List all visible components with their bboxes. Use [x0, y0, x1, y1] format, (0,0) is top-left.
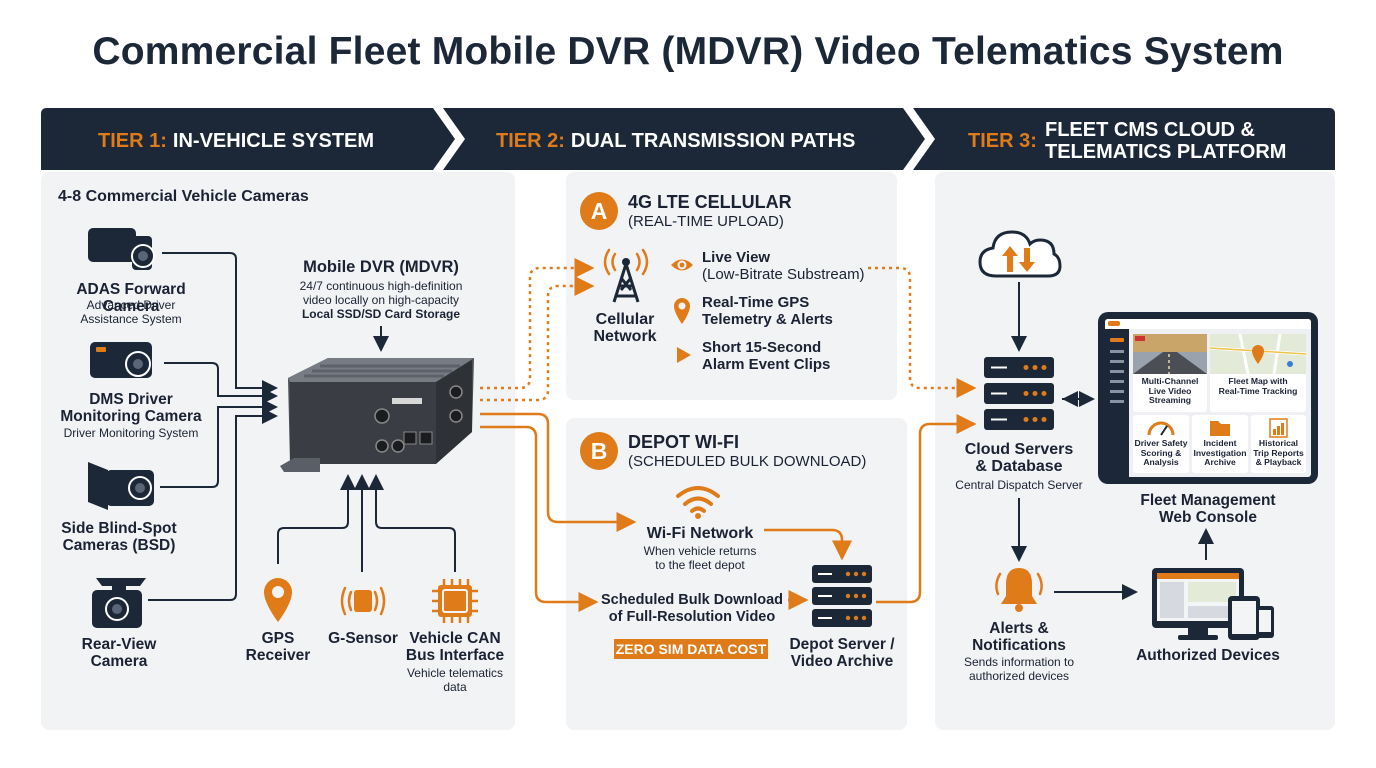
- wifi-subtitle: (SCHEDULED BULK DOWNLOAD): [628, 453, 867, 470]
- devices-icon: [1148, 566, 1276, 642]
- path-a-badge: A: [580, 192, 618, 230]
- page-title: Commercial Fleet Mobile DVR (MDVR) Video…: [92, 30, 1284, 73]
- side-camera-icon: [84, 456, 160, 516]
- cloud-servers-label: Cloud Servers& Database: [964, 441, 1074, 475]
- folder-icon: [1210, 421, 1230, 436]
- web-console-nav-icons: [1110, 338, 1124, 403]
- bell-icon: [992, 564, 1046, 614]
- rear-camera-icon: [88, 574, 150, 632]
- report-chart-icon: [1269, 418, 1288, 438]
- tier-3-label: TIER 3:: [968, 130, 1037, 152]
- depot-server-icon: [812, 565, 872, 629]
- cellular-subtitle: (REAL-TIME UPLOAD): [628, 213, 784, 230]
- g-sensor-label: G-Sensor: [328, 630, 398, 647]
- cell-tower-icon: [597, 244, 655, 304]
- chip-icon: [430, 577, 480, 625]
- cellular-title: 4G LTE CELLULAR: [628, 192, 792, 212]
- play-icon: [676, 346, 692, 364]
- wifi-network-label: Wi-Fi Network: [646, 525, 754, 542]
- tier-banner: [41, 108, 1335, 170]
- cloud-servers-icon: [984, 357, 1054, 431]
- depot-server-label: Depot Server /Video Archive: [789, 636, 895, 670]
- dms-camera-desc: Driver Monitoring System: [63, 426, 199, 440]
- adas-camera-label: ADAS Forward Camera: [76, 281, 186, 315]
- gps-pin-icon: [262, 576, 294, 624]
- location-pin-icon: [673, 297, 691, 325]
- fleet-map-thumbnail: [1210, 334, 1306, 374]
- gauge-icon: [1147, 421, 1175, 436]
- live-view-feature: Live View(Low-Bitrate Substream): [702, 249, 865, 283]
- cloud-sync-icon: [976, 224, 1062, 284]
- tier-3-title: FLEET CMS CLOUD & TELEMATICS PLATFORM: [1045, 119, 1287, 163]
- web-console-topbar: [1105, 319, 1311, 329]
- eye-icon: [670, 256, 694, 274]
- dms-camera-icon: [88, 338, 160, 388]
- live-video-thumbnail: [1133, 334, 1207, 374]
- mdvr-device-icon: [280, 354, 480, 474]
- tier-1-label: TIER 1:IN-VEHICLE SYSTEM: [98, 130, 375, 152]
- web-console-logo: [1108, 321, 1120, 326]
- path-b-badge: B: [580, 432, 618, 470]
- tier-2-label: TIER 2:DUAL TRANSMISSION PATHS: [496, 130, 856, 152]
- wifi-title: DEPOT WI-FI: [628, 432, 739, 452]
- adas-camera-icon: [86, 222, 158, 278]
- zero-sim-cost-badge: ZERO SIM DATA COST: [614, 639, 768, 659]
- g-sensor-icon: [337, 578, 389, 624]
- cloud-servers-desc: Central Dispatch Server: [955, 478, 1083, 492]
- authorized-devices-label: Authorized Devices: [1136, 647, 1280, 664]
- alerts-label: Alerts &Notifications: [972, 620, 1066, 654]
- wifi-icon: [675, 484, 721, 520]
- cameras-heading: 4-8 Commercial Vehicle Cameras: [58, 188, 309, 205]
- mdvr-title: Mobile DVR (MDVR): [303, 258, 459, 276]
- mdvr-desc: 24/7 continuous high-definition video lo…: [299, 279, 463, 321]
